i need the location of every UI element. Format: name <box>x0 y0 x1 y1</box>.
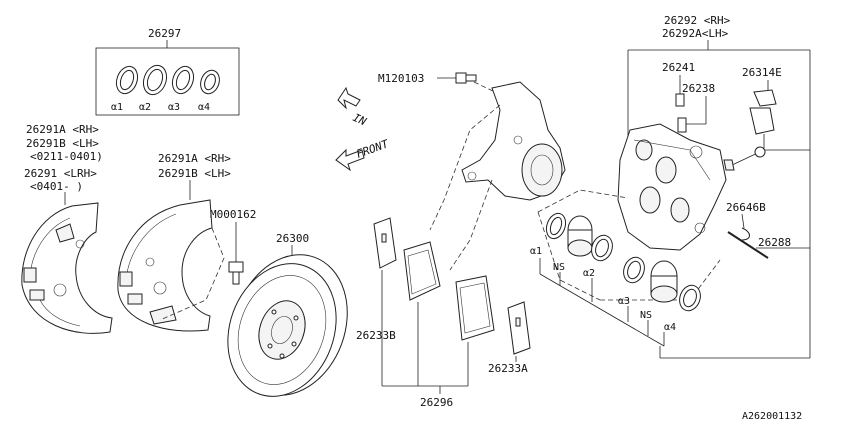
bolt-m000162[interactable]: M000162 <box>210 208 256 285</box>
piston-ns-upper[interactable] <box>567 215 593 257</box>
label-26291-lrh[interactable]: 26291 <LRH> <box>24 167 97 180</box>
seal-a2-caliper[interactable] <box>588 232 616 263</box>
label-in: IN <box>351 111 369 129</box>
seal-a4-caliper[interactable] <box>676 282 704 313</box>
piston-ns-lower[interactable] <box>650 260 678 303</box>
label-26292-rh[interactable]: 26292 <RH> <box>664 14 731 27</box>
pad-shim-26233b[interactable] <box>373 217 397 269</box>
seal-ring-a4[interactable] <box>197 68 222 97</box>
caliper-body[interactable] <box>617 123 727 251</box>
brake-pad-inner[interactable] <box>455 275 495 341</box>
caliper-labels: 26292 <RH> 26292A<LH> <box>662 14 731 40</box>
pad-set-leaders <box>381 270 517 394</box>
label-a2-kit[interactable]: α2 <box>139 102 151 113</box>
bleeder-screws[interactable] <box>675 75 707 133</box>
label-m000162[interactable]: M000162 <box>210 208 256 221</box>
label-range-0401: <0401- ) <box>30 180 83 193</box>
brake-rotor[interactable]: 26300 <box>210 232 366 412</box>
caliper-leader-lines <box>539 258 665 358</box>
label-26300[interactable]: 26300 <box>276 232 309 245</box>
label-a4-kit[interactable]: α4 <box>198 102 210 113</box>
direction-in: IN <box>337 86 369 129</box>
label-26238[interactable]: 26238 <box>682 82 715 95</box>
label-26646b[interactable]: 26646B <box>726 201 766 214</box>
pad-shim-26233a[interactable] <box>507 301 531 355</box>
label-a4-caliper[interactable]: α4 <box>664 322 676 333</box>
seal-kit-group: 26297 α1 α2 α3 α4 <box>95 27 240 116</box>
label-26291b-lh-2[interactable]: 26291B <LH> <box>158 167 231 180</box>
label-a3-caliper[interactable]: α3 <box>618 296 630 307</box>
left-shield-labels: 26291A <RH> 26291B <LH> <0211-0401) 2629… <box>24 123 103 205</box>
middle-shield-labels: 26291A <RH> 26291B <LH> <box>158 152 231 200</box>
label-26233a[interactable]: 26233A <box>488 362 528 375</box>
pin-clip-26646b[interactable] <box>741 213 750 241</box>
label-26297[interactable]: 26297 <box>148 27 181 40</box>
label-front: FRONT <box>355 137 392 161</box>
bolt-m120103[interactable]: M120103 <box>378 72 477 85</box>
label-range-0211-0401: <0211-0401) <box>30 150 103 163</box>
label-ns-lower[interactable]: NS <box>640 310 652 321</box>
label-26241[interactable]: 26241 <box>662 61 695 74</box>
label-a1-kit[interactable]: α1 <box>111 102 123 113</box>
label-a3-kit[interactable]: α3 <box>168 102 180 113</box>
label-m120103[interactable]: M120103 <box>378 72 424 85</box>
label-26291a-rh-2[interactable]: 26291A <RH> <box>158 152 231 165</box>
seal-a3-caliper[interactable] <box>620 254 648 285</box>
seal-a1-caliper[interactable] <box>543 211 569 242</box>
dust-shield-middle[interactable] <box>117 199 225 332</box>
label-26291b-lh[interactable]: 26291B <LH> <box>26 137 99 150</box>
label-a2-caliper[interactable]: α2 <box>583 268 595 279</box>
seal-ring-a3[interactable] <box>169 63 197 96</box>
brake-pad-outer[interactable] <box>403 241 441 301</box>
label-ns-upper[interactable]: NS <box>553 262 565 273</box>
label-a1-caliper[interactable]: α1 <box>530 246 542 257</box>
pad-spring-26314e[interactable] <box>723 80 810 171</box>
direction-front: FRONT <box>335 137 392 172</box>
arrow-front-icon <box>335 148 365 172</box>
label-26233b[interactable]: 26233B <box>356 329 396 342</box>
seal-ring-a2[interactable] <box>140 62 171 98</box>
steering-knuckle[interactable] <box>429 81 566 271</box>
label-26292a-lh[interactable]: 26292A<LH> <box>662 27 729 40</box>
label-26296[interactable]: 26296 <box>420 396 453 409</box>
arrow-in-icon <box>337 86 361 110</box>
label-26288[interactable]: 26288 <box>758 236 791 249</box>
label-26291a-rh[interactable]: 26291A <RH> <box>26 123 99 136</box>
label-26314e[interactable]: 26314E <box>742 66 782 79</box>
dust-shield-left[interactable] <box>21 202 113 334</box>
seal-ring-a1[interactable] <box>113 63 141 96</box>
pad-pin-26288[interactable] <box>727 231 810 259</box>
diagram-id: A262001132 <box>742 411 802 422</box>
